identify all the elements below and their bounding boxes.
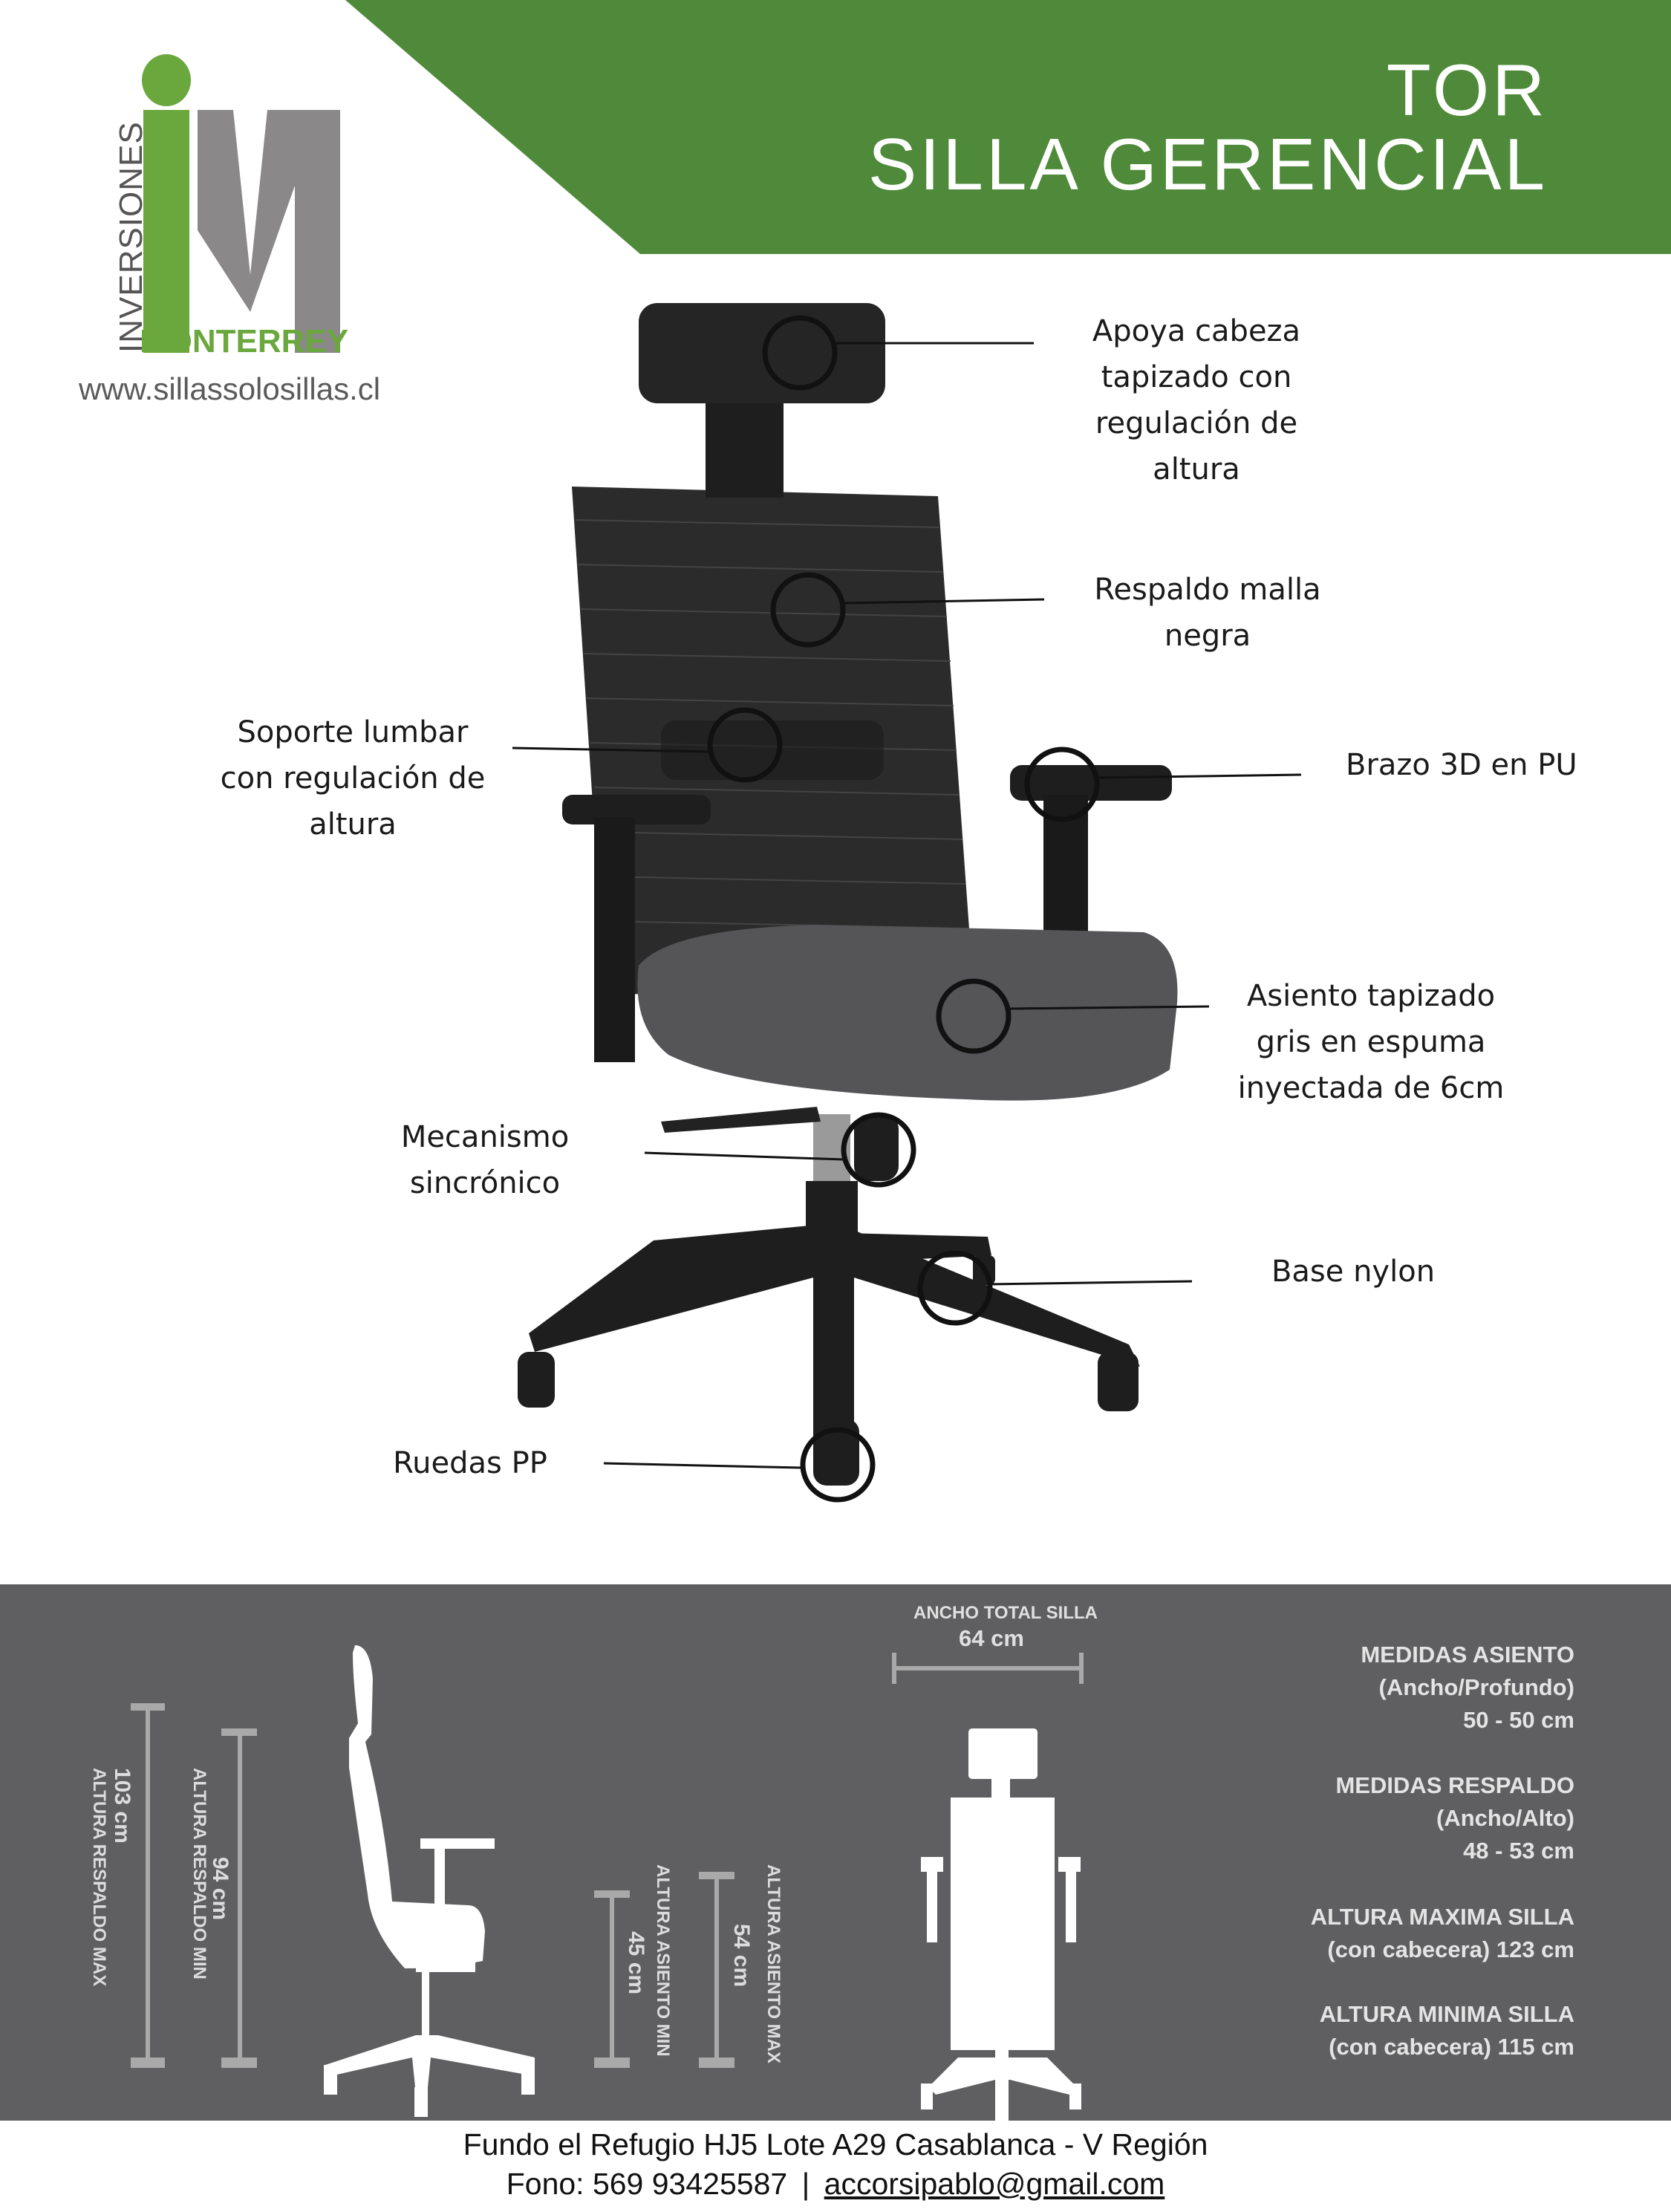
feature-seat: Asiento tapizado gris en espuma inyectada … — [1238, 973, 1505, 1111]
spec-value: 48 - 53 cm — [1463, 1838, 1574, 1864]
feature-text: sincrónico — [409, 1166, 561, 1200]
spec-sub: (Ancho/Profundo) — [1378, 1674, 1574, 1700]
feature-text: regulación de — [1095, 406, 1298, 440]
dimensions-panel — [0, 1584, 1671, 2121]
spec-value: (con cabecera) 115 cm — [1329, 2034, 1574, 2060]
spec-seat: MEDIDAS ASIENTO (Ancho/Profundo) 50 - 50 c… — [1361, 1639, 1574, 1737]
feature-base: Base nylon — [1271, 1249, 1435, 1295]
back-max-label: ALTURA RESPALDO MAX — [89, 1768, 109, 1987]
feature-wheels: Ruedas PP — [393, 1440, 547, 1486]
feature-text: Apoya cabeza — [1092, 314, 1301, 348]
feature-text: Ruedas PP — [393, 1446, 547, 1480]
feature-text: Asiento tapizado — [1246, 979, 1496, 1013]
feature-text: altura — [1153, 452, 1240, 487]
back-min-value: 94 cm — [208, 1857, 232, 1921]
header-banner — [345, 0, 1671, 254]
logo-brand: MONTERREY — [140, 323, 349, 360]
width-value: 64 cm — [959, 1625, 1024, 1651]
footer-separator: | — [801, 2167, 810, 2201]
spec-backrest: MEDIDAS RESPALDO (Ancho/Alto) 48 - 53 cm — [1335, 1769, 1574, 1867]
spec-max-height: ALTURA MAXIMA SILLA (con cabecera) 123 cm — [1311, 1901, 1574, 1966]
seat-max-label: ALTURA ASIENTO MAX — [763, 1864, 784, 2063]
feature-text: con regulación de — [220, 761, 486, 796]
feature-text: Soporte lumbar — [237, 715, 469, 749]
feature-text: negra — [1164, 619, 1251, 653]
company-logo: INVERSIONES MONTERREY — [74, 45, 386, 371]
back-min-label: ALTURA RESPALDO MIN — [189, 1768, 209, 1980]
spec-value: 50 - 50 cm — [1463, 1707, 1574, 1733]
feature-text: gris en espuma — [1256, 1025, 1486, 1059]
seat-max-value: 54 cm — [729, 1924, 754, 1988]
feature-mechanism: Mecanismo sincrónico — [401, 1114, 569, 1206]
feature-headrest: Apoya cabeza tapizado con regulación de alt… — [1092, 308, 1300, 492]
feature-text: Respaldo malla — [1094, 573, 1321, 607]
feature-text: altura — [309, 807, 397, 842]
spec-title: MEDIDAS RESPALDO — [1335, 1772, 1574, 1798]
feature-text: tapizado con — [1101, 360, 1292, 394]
spec-title: MEDIDAS ASIENTO — [1361, 1642, 1574, 1668]
feature-text: Brazo 3D en PU — [1346, 748, 1577, 782]
feature-text: inyectada de 6cm — [1237, 1071, 1505, 1105]
back-max-value: 103 cm — [110, 1768, 134, 1844]
footer-email-link[interactable]: accorsipablo@gmail.com — [824, 2167, 1165, 2201]
product-model: TOR — [1386, 49, 1548, 131]
footer-contact: Fono: 569 93425587 | accorsipablo@gmail.… — [0, 2167, 1671, 2202]
website-link[interactable]: www.sillassolosillas.cl — [79, 371, 381, 406]
seat-min-label: ALTURA ASIENTO MIN — [653, 1864, 673, 2057]
spec-title: ALTURA MAXIMA SILLA — [1310, 1904, 1574, 1930]
width-label: ANCHO TOTAL SILLA — [913, 1603, 1098, 1623]
feature-lumbar: Soporte lumbar con regulación de altura — [221, 709, 486, 848]
spec-title: ALTURA MINIMA SILLA — [1319, 2001, 1574, 2027]
chair-photo — [512, 303, 1302, 1503]
spec-value: (con cabecera) 123 cm — [1327, 1936, 1574, 1962]
spec-sub: (Ancho/Alto) — [1436, 1805, 1574, 1831]
spec-min-height: ALTURA MINIMA SILLA (con cabecera) 115 cm — [1320, 1998, 1574, 2063]
product-subtitle: SILLA GERENCIAL — [867, 123, 1548, 205]
footer-address: Fundo el Refugio HJ5 Lote A29 Casablanca… — [463, 2127, 1208, 2161]
footer-phone: Fono: 569 93425587 — [506, 2167, 788, 2201]
feature-text: Base nylon — [1271, 1255, 1436, 1289]
feature-arm: Brazo 3D en PU — [1346, 742, 1577, 788]
feature-backrest: Respaldo malla negra — [1094, 567, 1320, 659]
seat-min-value: 45 cm — [624, 1931, 648, 1995]
feature-text: Mecanismo — [400, 1120, 570, 1154]
